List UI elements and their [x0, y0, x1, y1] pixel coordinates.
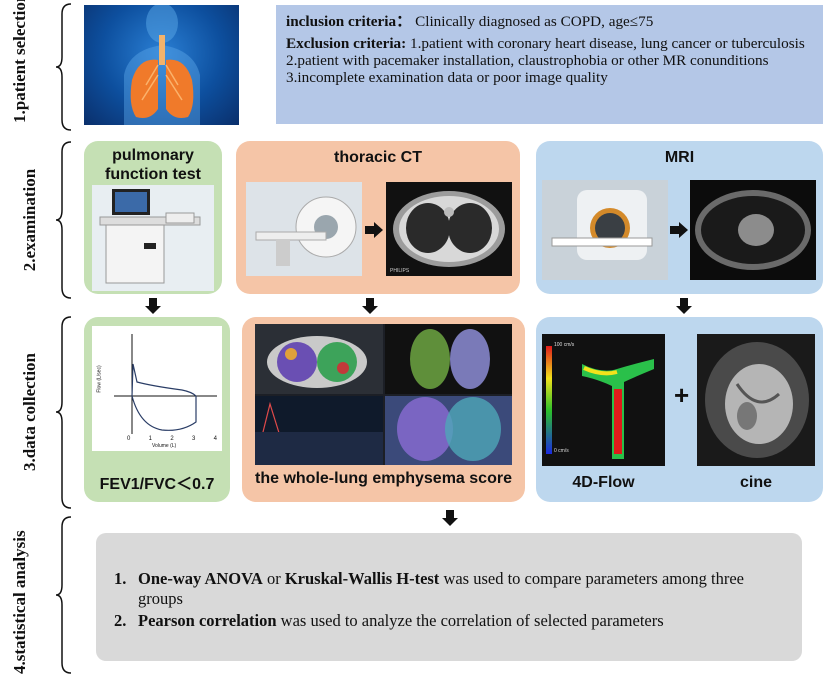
stats-item-1-number: 1.: [114, 569, 127, 588]
inclusion-text: Clinically diagnosed as COPD, age≤75: [415, 13, 654, 30]
stats-item-2: 2. Pearson correlation was used to analy…: [114, 611, 782, 631]
emphysema-score-label: the whole-lung emphysema score: [255, 470, 512, 487]
exclusion-heading: Exclusion criteria:: [286, 35, 407, 52]
spirometry-xlabel: Volume (L): [152, 443, 177, 449]
exclusion-criteria: Exclusion criteria: 1.patient with coron…: [286, 35, 813, 86]
arrow-down-mri: [676, 298, 692, 314]
statistics-box: 1. One-way ANOVA or Kruskal-Wallis H-tes…: [96, 533, 802, 661]
4d-flow-image: 100 cm/s 0 cm/s: [542, 334, 665, 466]
stats-item-1: 1. One-way ANOVA or Kruskal-Wallis H-tes…: [114, 569, 782, 609]
emphysema-analysis-image: [255, 324, 512, 465]
plus-sign: +: [674, 380, 690, 410]
4d-flow-label: 4D-Flow: [572, 474, 635, 491]
lungs-icon: [124, 5, 200, 125]
fev1-fvc-label: FEV1/FVC＜0.7: [99, 476, 215, 493]
spirometer-photo: [92, 185, 214, 291]
xtick-4: 4: [213, 436, 217, 442]
pft-title: pulmonary function test: [105, 147, 201, 183]
brace-data-collection: [55, 316, 72, 509]
inclusion-heading: inclusion criteria: [286, 13, 397, 30]
arrow-down-ct: [362, 298, 378, 314]
ct-scanner-photo: [246, 182, 362, 276]
brace-examination: [55, 141, 72, 299]
criteria-box: inclusion criteria： Clinically diagnosed…: [276, 5, 823, 124]
arrow-down-stats: [442, 510, 458, 526]
stats-item-2-text: Pearson correlation was used to analyze …: [138, 611, 664, 630]
brace-patient-selection: [55, 3, 72, 131]
mri-title: MRI: [664, 149, 695, 166]
xtick-0: 0: [127, 436, 131, 442]
colorbar-bottom-label: 0 cm/s: [554, 448, 569, 454]
stats-item-2-number: 2.: [114, 611, 127, 630]
ct-brand-label: PHILIPS: [390, 268, 410, 274]
mri-scanner-photo: [542, 180, 668, 280]
arrow-right-mri: [670, 222, 688, 238]
stage-label-examination: 2.examination: [20, 168, 39, 272]
flow-volume-loop-plot: Flow (L/sec) 0 1 2 3 4 Volume (L): [92, 326, 222, 451]
xtick-1: 1: [148, 436, 152, 442]
exclusion-text: 1.patient with coronary heart disease, l…: [286, 35, 805, 86]
mri-chest-image: [690, 180, 816, 280]
lungs-illustration: [84, 5, 239, 125]
xtick-2: 2: [170, 436, 174, 442]
stats-item-1-text: One-way ANOVA or Kruskal-Wallis H-test w…: [138, 569, 744, 608]
arrow-right-ct: [365, 222, 383, 238]
colorbar-top-label: 100 cm/s: [554, 342, 575, 348]
spirometry-xticks: 0 1 2 3 4: [127, 436, 217, 442]
inclusion-criteria: inclusion criteria： Clinically diagnosed…: [286, 13, 654, 30]
cine-image: [697, 334, 815, 466]
ct-lung-image: PHILIPS: [386, 182, 512, 276]
stage-label-data-collection: 3.data collection: [20, 352, 39, 472]
spirometry-ylabel: Flow (L/sec): [96, 365, 103, 393]
stage-label-statistical-analysis: 4.statistical analysis: [10, 530, 29, 674]
stage-label-patient-selection: 1.patient selection: [10, 0, 29, 123]
brace-statistical-analysis: [55, 516, 72, 674]
xtick-3: 3: [191, 436, 196, 442]
arrow-down-pft: [145, 298, 161, 314]
ct-title: thoracic CT: [333, 149, 422, 166]
cine-label: cine: [739, 474, 772, 491]
